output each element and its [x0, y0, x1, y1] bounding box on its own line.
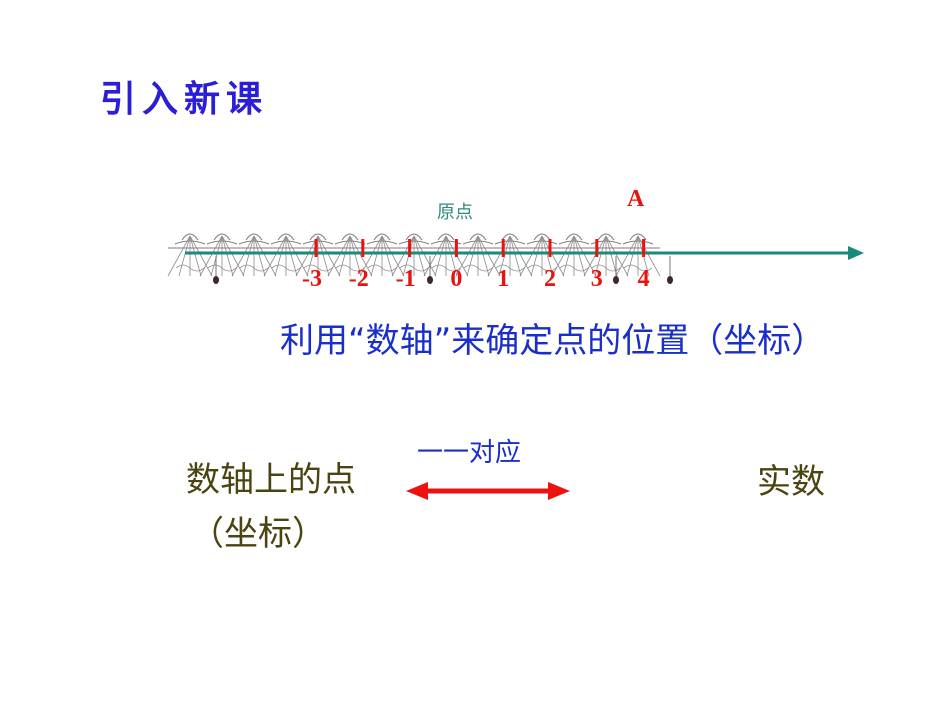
spiderweb-icon: [327, 233, 373, 277]
tick-label: 4: [637, 266, 650, 292]
tick-label: 0: [450, 266, 463, 292]
spiderweb-icon: [199, 233, 245, 277]
spider-icon: [613, 276, 619, 284]
double-arrow-icon: [406, 482, 570, 500]
tick-label: -1: [395, 266, 416, 292]
spiderweb-icon: [615, 233, 661, 277]
coordinate-term: （坐标）: [190, 514, 326, 554]
axis-ticks: [314, 239, 646, 257]
spiderweb-icon: [167, 233, 213, 277]
slide-title: 引入新课: [100, 79, 269, 120]
spiderweb-icon: [519, 233, 565, 277]
spider-icon: [667, 276, 673, 284]
tick-label: -2: [348, 266, 369, 292]
tick-label: -3: [302, 266, 322, 292]
number-axis-sentence: 利用“数轴”来确定点的位置（坐标）: [280, 321, 826, 361]
real-numbers-term: 实数: [757, 462, 825, 502]
axis-arrowhead-icon: [848, 246, 864, 260]
spiderweb-icon: [455, 233, 501, 277]
spiderweb-icon: [487, 233, 533, 277]
spiderweb-decoration: [167, 233, 673, 284]
tick-label: 1: [497, 266, 510, 292]
spiderweb-icon: [583, 233, 629, 277]
points-on-axis-term: 数轴上的点: [186, 460, 356, 500]
spiderweb-icon: [231, 233, 277, 277]
spider-icon: [427, 276, 433, 284]
spiderweb-icon: [263, 233, 309, 277]
tick-label: 2: [544, 266, 556, 292]
origin-label: 原点: [437, 202, 473, 223]
one-to-one-caption: 一一对应: [417, 438, 522, 468]
point-a-label: A: [627, 186, 645, 212]
tick-label: 3: [590, 266, 603, 292]
spider-icon: [213, 276, 219, 284]
spiderweb-icon: [551, 233, 597, 277]
